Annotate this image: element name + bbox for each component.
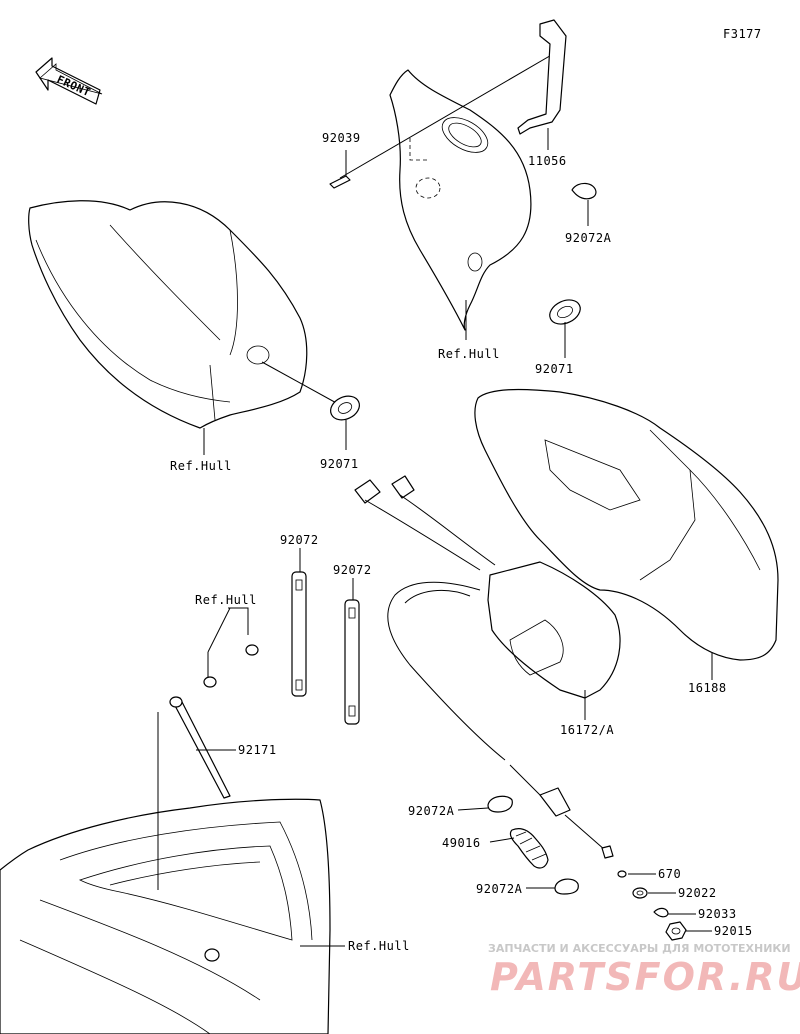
label-92022: 92022 <box>678 886 717 900</box>
label-92071-top: 92071 <box>535 362 574 376</box>
top-hull-section <box>329 19 597 358</box>
label-refhull-mid: Ref.Hull <box>195 593 257 607</box>
label-11056: 11056 <box>528 154 567 168</box>
front-arrow-icon: FRONT <box>35 57 103 105</box>
label-92072A-top: 92072A <box>565 231 612 245</box>
label-refhull-top: Ref.Hull <box>438 347 500 361</box>
label-92072A-mid: 92072A <box>408 804 455 818</box>
bottom-hull-section <box>0 712 345 1034</box>
mid-hull-fasteners <box>169 607 259 799</box>
label-92072-a: 92072 <box>280 533 319 547</box>
label-16172A: 16172/A <box>560 723 614 737</box>
label-92072A-low: 92072A <box>476 882 523 896</box>
label-92015: 92015 <box>714 924 753 938</box>
label-16188: 16188 <box>688 681 727 695</box>
foam-block-16188 <box>474 388 779 680</box>
small-parts-bottom-right <box>457 795 712 941</box>
left-hull-section <box>28 200 360 455</box>
label-49016: 49016 <box>442 836 481 850</box>
control-unit-16172A <box>354 475 621 859</box>
label-92033: 92033 <box>698 907 737 921</box>
watermark-brand: PARTSFOR.RU <box>490 955 800 999</box>
label-670: 670 <box>658 867 681 881</box>
watermark-caption: ЗАПЧАСТИ И АКСЕССУАРЫ ДЛЯ МОТОТЕХНИКИ <box>488 942 791 955</box>
label-92072-b: 92072 <box>333 563 372 577</box>
label-refhull-left: Ref.Hull <box>170 459 232 473</box>
strap-92072-b <box>344 578 360 725</box>
label-refhull-bottom: Ref.Hull <box>348 939 410 953</box>
label-92071-left: 92071 <box>320 457 359 471</box>
figure-code: F3177 <box>723 27 762 41</box>
strap-92072-a <box>291 548 307 697</box>
label-92171: 92171 <box>238 743 277 757</box>
label-92039: 92039 <box>322 131 361 145</box>
